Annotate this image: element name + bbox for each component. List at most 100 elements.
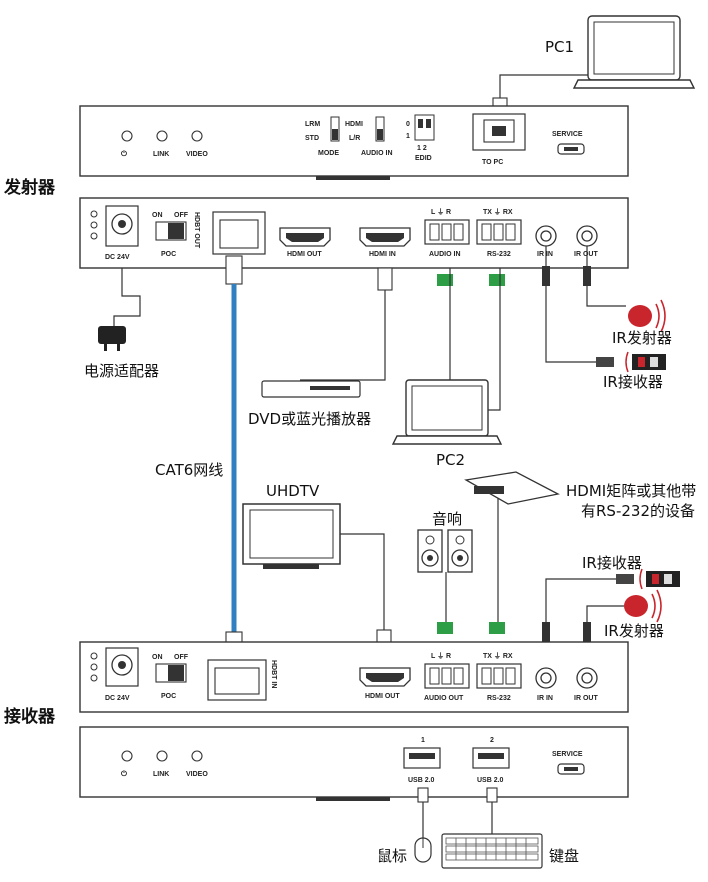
rx-poc-off-label: OFF: [174, 654, 189, 661]
edid-12-label: 1 2: [417, 145, 427, 152]
rx-service-label: SERVICE: [552, 751, 583, 758]
ir-emitter-icon: [628, 299, 666, 333]
tx-ir-out-jack[interactable]: [576, 225, 598, 247]
rx-ir-receiver-label: IR接收器: [582, 554, 642, 572]
tx-ir-in-jack[interactable]: [535, 225, 557, 247]
link-led-icon: [156, 130, 168, 142]
rx-ir-in-plug: [542, 622, 550, 642]
rx-hdbt-in-port[interactable]: [207, 659, 267, 701]
hdmi-matrix-icon: [464, 471, 560, 505]
tx-dc-power-jack[interactable]: [105, 205, 139, 247]
tx-ir-in-plug: [542, 266, 550, 286]
lr-audio-label: L/R: [349, 135, 360, 142]
rx-audio-lr-label: L ⏚ R: [431, 652, 451, 660]
usb1-label: USB 2.0: [408, 777, 435, 784]
dvd-player-label: DVD或蓝光播放器: [248, 410, 371, 428]
transmitter-section-label: 发射器: [3, 177, 56, 198]
hdmi-matrix-label-2: 有RS-232的设备: [581, 502, 695, 520]
tx-rj45-plug: [225, 255, 243, 285]
cat6-cable-label: CAT6网线: [155, 461, 223, 479]
rx-ir-in-label: IR IN: [537, 695, 553, 702]
rx-power-symbol: ⏻: [121, 769, 128, 778]
tx-ir-transmitter-label: IR发射器: [612, 329, 672, 347]
rx-front-foot: [316, 797, 390, 801]
to-pc-usb-port[interactable]: [472, 113, 526, 151]
tx-audio-plug: [437, 274, 453, 286]
rx-audio-out-terminal[interactable]: [424, 663, 470, 689]
audio-in-switch-knob: [377, 129, 383, 140]
rx-hdmi-out-port[interactable]: [359, 667, 411, 687]
tx-rs232-plug: [489, 274, 505, 286]
rx-ir-emitter-icon: [624, 589, 662, 623]
receiver-section-label: 接收器: [4, 706, 56, 727]
pc2-label: PC2: [436, 451, 465, 469]
tx-hdmi-out-port[interactable]: [279, 227, 331, 247]
rx-audio-plug: [437, 622, 453, 634]
pc2-laptop: [391, 379, 503, 445]
tx-hdbt-out-port[interactable]: [212, 211, 266, 255]
uhdtv-label: UHDTV: [266, 482, 320, 500]
tx-poc-switch-knob: [168, 223, 184, 239]
keyboard-label: 键盘: [549, 847, 579, 865]
tx-ir-out-plug: [583, 266, 591, 286]
lrm-label: LRM: [305, 121, 320, 128]
rx-front-panel: [79, 726, 629, 798]
tx-hdmi-in-port[interactable]: [359, 227, 411, 247]
power-adapter-icon: [98, 326, 126, 351]
rx-ir-out-cable: [586, 605, 624, 624]
tx-front-leds: [121, 130, 203, 142]
rx-ir-transmitter-label: IR发射器: [604, 622, 664, 640]
rx-ir-out-plug: [583, 622, 591, 642]
usb2-port-tongue: [478, 753, 504, 759]
tx-service-port-slot: [564, 147, 578, 151]
rx-ir-in-cable: [545, 578, 616, 624]
rx-hdbt-in-label: HDBT IN: [270, 660, 277, 688]
uhdtv-icon: [242, 503, 341, 569]
rx-power-led-icon: [121, 750, 133, 762]
rx-dc-power-jack[interactable]: [105, 647, 139, 687]
rx-video-label: VIDEO: [186, 771, 208, 778]
tx-ir-receiver-label: IR接收器: [603, 373, 663, 391]
rx-audio-out-label: AUDIO OUT: [424, 695, 464, 702]
tx-hdmi-in-plug: [377, 267, 393, 291]
rx-rs232-plug: [489, 622, 505, 634]
audio-in-select-label: AUDIO IN: [361, 150, 393, 157]
power-led-icon: [121, 130, 133, 142]
power-adapter-label: 电源适配器: [84, 362, 159, 380]
tx-audio-in-terminal[interactable]: [424, 219, 470, 245]
mode-switch-knob: [332, 129, 338, 140]
std-label: STD: [305, 135, 319, 142]
mouse-usb-plug: [417, 787, 429, 803]
rx-dc24v-label: DC 24V: [105, 695, 130, 702]
rx-poc-switch-knob: [168, 665, 184, 681]
tx-poc-label: POC: [161, 251, 176, 258]
pc2-rs232-cable: [486, 268, 501, 411]
edid-dip-switch[interactable]: [414, 114, 435, 141]
keyboard-icon: [441, 833, 543, 869]
tx-rs232-terminal[interactable]: [476, 219, 522, 245]
hdmi-audio-label: HDMI: [345, 121, 363, 128]
tx-audio-in-label: AUDIO IN: [429, 251, 461, 258]
tx-ir-out-label: IR OUT: [574, 251, 598, 258]
power-cable: [113, 268, 141, 326]
rx-ir-in-jack[interactable]: [535, 667, 557, 689]
mouse-label: 鼠标: [377, 847, 407, 865]
usb2-number: 2: [490, 737, 494, 744]
tx-audio-lr-label: L ⏚ R: [431, 208, 451, 216]
tx-video-label: VIDEO: [186, 151, 208, 158]
rx-poc-label: POC: [161, 693, 176, 700]
tx-rs232-txrx-label: TX ⏚ RX: [483, 208, 513, 216]
rx-hdmi-out-label: HDMI OUT: [365, 693, 400, 700]
rx-ir-out-jack[interactable]: [576, 667, 598, 689]
dvd-player-icon: [261, 380, 361, 398]
rx-ir-receiver-icon: [616, 568, 680, 590]
pc1-laptop: [572, 15, 696, 89]
mouse-icon: [414, 837, 432, 863]
keyboard-usb-plug: [486, 787, 498, 803]
edid-dip-2: [426, 119, 431, 128]
rx-poc-on-label: ON: [152, 654, 163, 661]
usb1-port-tongue: [409, 753, 435, 759]
tx-ir-in-label: IR IN: [537, 251, 553, 258]
rx-rs232-terminal[interactable]: [476, 663, 522, 689]
